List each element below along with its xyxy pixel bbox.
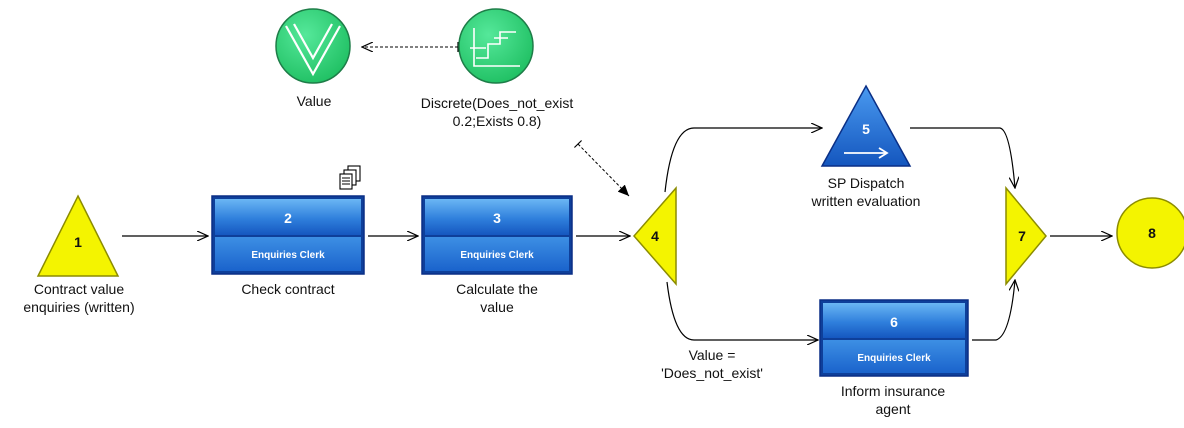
node-3-role: Enquiries Clerk	[460, 250, 534, 261]
node-2-role: Enquiries Clerk	[251, 250, 325, 261]
end-event-8[interactable]: 8	[1116, 197, 1184, 269]
value-variable-label: Value	[297, 93, 332, 109]
node-3-label-line1: Calculate the	[456, 281, 538, 297]
node-3-number: 3	[493, 210, 501, 226]
node-1-number: 1	[74, 234, 82, 250]
node-8-number: 8	[1148, 225, 1156, 241]
node-2-number: 2	[284, 210, 292, 226]
start-event-1[interactable]: 1	[36, 194, 120, 277]
document-stack-icon	[339, 165, 361, 190]
condition-label-line2: 'Does_not_exist'	[661, 365, 763, 381]
node-6-label-line1: Inform insurance	[841, 383, 945, 399]
discrete-distribution-icon	[470, 28, 520, 67]
activity-2[interactable]: 2 Enquiries Clerk	[211, 195, 365, 275]
flow-6-to-7[interactable]	[972, 280, 1015, 341]
activity-5[interactable]: 5	[820, 84, 912, 167]
node-1-label-line2: enquiries (written)	[23, 299, 134, 315]
activity-3[interactable]: 3 Enquiries Clerk	[421, 195, 573, 275]
discrete-variable[interactable]	[458, 8, 534, 84]
activity-6[interactable]: 6 Enquiries Clerk	[819, 299, 969, 377]
node-5-label-line1: SP Dispatch	[828, 175, 905, 191]
node-7-number: 7	[1018, 228, 1026, 244]
node-6-number: 6	[890, 314, 898, 330]
node-5-label-line2: written evaluation	[811, 193, 921, 209]
node-3-label-line2: value	[480, 299, 514, 315]
branch-4[interactable]: 4	[633, 186, 677, 286]
merge-7[interactable]: 7	[1005, 185, 1047, 287]
discrete-variable-label-line2: 0.2;Exists 0.8)	[453, 113, 542, 129]
node-1-label-line1: Contract value	[34, 281, 124, 297]
arrow-right-icon	[844, 147, 889, 159]
condition-label-line1: Value =	[689, 347, 736, 363]
node-6-label-line2: agent	[875, 401, 910, 417]
value-variable[interactable]	[275, 8, 351, 84]
discrete-variable-label-line1: Discrete(Does_not_exist	[421, 95, 574, 111]
flow-5-to-7[interactable]	[910, 127, 1015, 188]
dashed-link-to-activity-4[interactable]	[574, 140, 630, 197]
node-2-label-line1: Check contract	[241, 281, 334, 297]
node-4-number: 4	[651, 228, 659, 244]
node-6-role: Enquiries Clerk	[857, 353, 931, 364]
node-5-number: 5	[862, 121, 870, 137]
flow-4-to-5[interactable]	[664, 128, 822, 193]
value-variable-icon	[285, 23, 341, 77]
flow-4-to-6[interactable]	[666, 281, 818, 340]
